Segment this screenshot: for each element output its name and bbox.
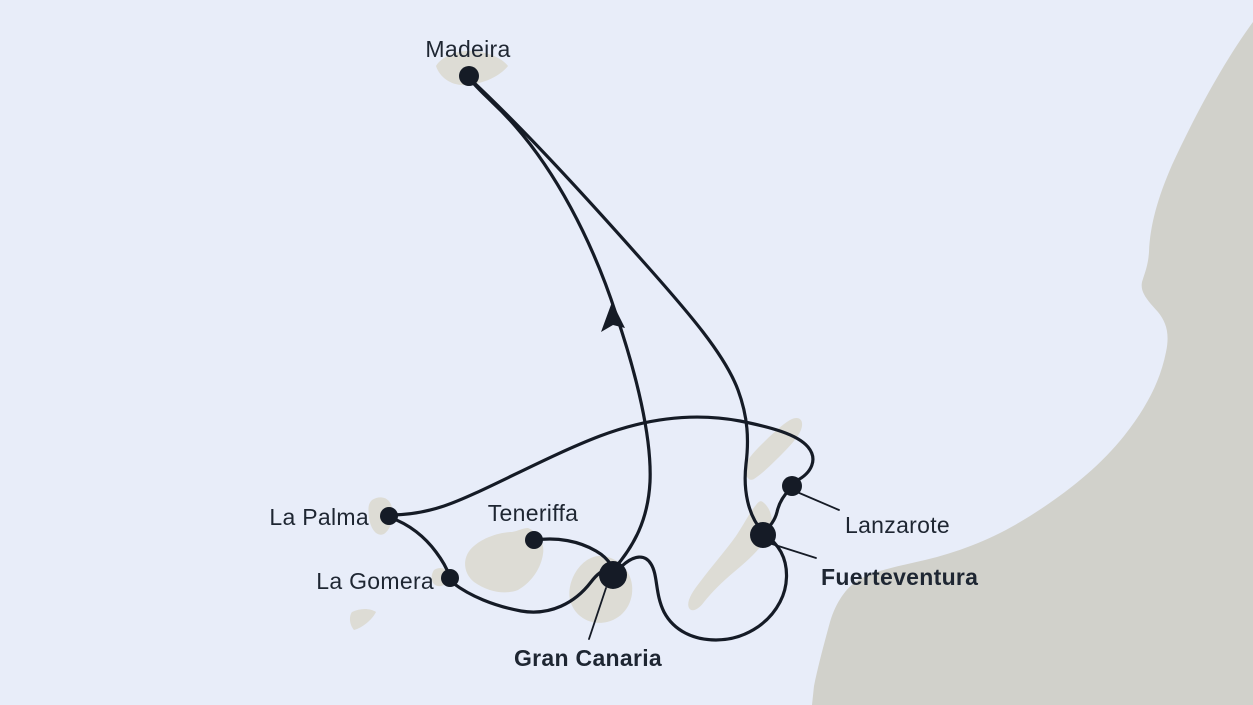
route-la-gomera-gran-canaria — [451, 567, 610, 614]
mainland-africa-shape — [812, 22, 1253, 705]
route-la-palma-la-gomera — [389, 516, 451, 577]
port-dot-madeira — [459, 66, 479, 86]
leader-line-gran-canaria — [588, 587, 607, 640]
port-label-teneriffa: Teneriffa — [488, 500, 579, 526]
route-lanzarote-la-palma — [388, 415, 815, 517]
leader-line-lanzarote — [796, 491, 840, 511]
port-dot-lanzarote — [782, 476, 802, 496]
port-label-gran-canaria: Gran Canaria — [514, 645, 662, 671]
port-dot-la-gomera — [441, 569, 459, 587]
port-label-lanzarote: Lanzarote — [845, 512, 950, 538]
route-gran-canaria-fuerteventura-loop — [620, 532, 789, 642]
leader-lines-group — [588, 491, 840, 640]
leader-line-fuerteventura — [771, 543, 817, 559]
route-teneriffa-gran-canaria — [534, 537, 613, 567]
port-dot-gran-canaria — [599, 561, 627, 589]
port-dot-la-palma — [380, 507, 398, 525]
island-tenerife — [465, 528, 544, 593]
route-madeira-fuerteventura — [467, 76, 764, 533]
port-label-madeira: Madeira — [425, 36, 510, 62]
port-dots-group — [380, 66, 802, 589]
port-dot-fuerteventura — [750, 522, 776, 548]
island-fuerteventura — [688, 501, 772, 611]
island-el-hierro — [349, 609, 376, 630]
port-label-la-palma: La Palma — [269, 504, 369, 530]
port-label-fuerteventura: Fuerteventura — [821, 564, 978, 590]
routes-group — [388, 76, 815, 642]
port-dot-teneriffa — [525, 531, 543, 549]
port-label-la-gomera: La Gomera — [316, 568, 434, 594]
direction-arrow-icon — [601, 302, 625, 332]
port-labels-group: Madeira La Palma Teneriffa La Gomera Gra… — [269, 36, 978, 671]
